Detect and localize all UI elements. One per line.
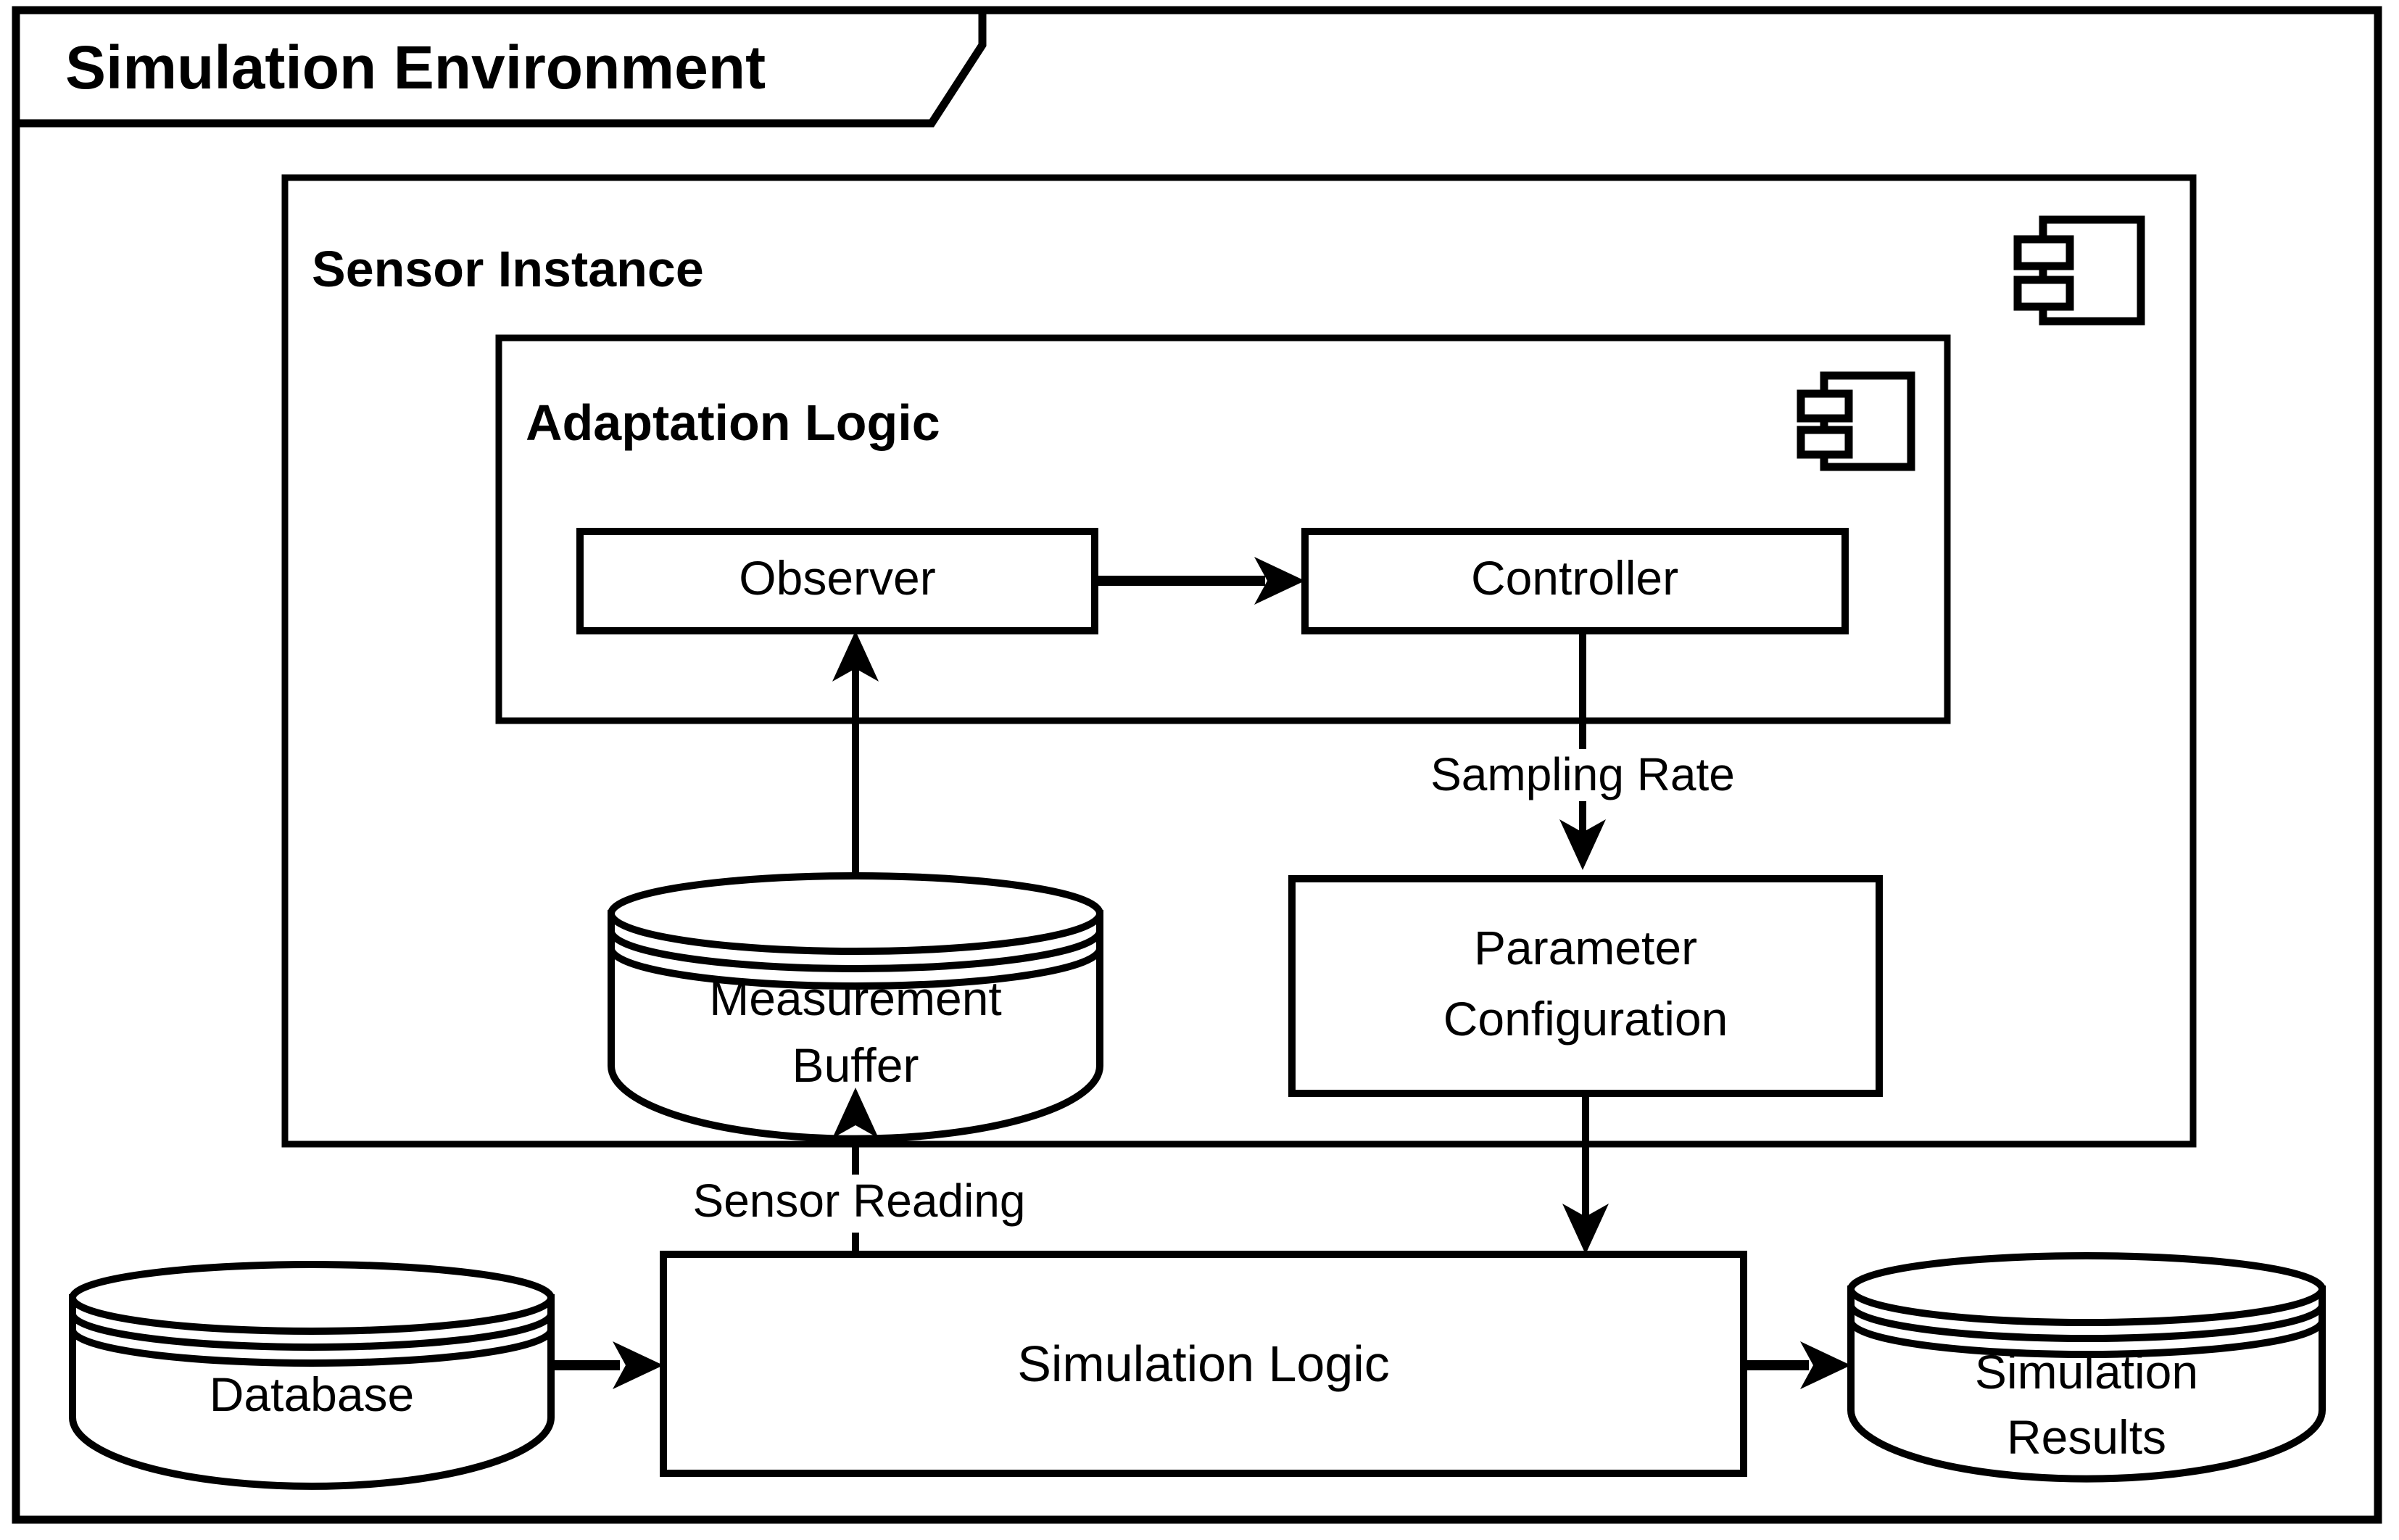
edge-observer-to-controller	[1095, 557, 1305, 605]
observer-label: Observer	[739, 551, 935, 605]
simulation-results-top	[1847, 1252, 2326, 1326]
node-measurement-buffer[interactable]: Measurement Buffer	[608, 872, 1103, 1143]
database-arc-1	[69, 1313, 555, 1351]
node-controller[interactable]: Controller	[1301, 528, 1849, 634]
arrowhead-right	[613, 1341, 663, 1389]
arrowhead-up	[832, 1088, 879, 1138]
edge-label-sampling-rate: Sampling Rate	[1430, 748, 1735, 800]
database-arc-2	[69, 1329, 555, 1367]
simulation-logic-label: Simulation Logic	[1017, 1336, 1390, 1392]
node-simulation-results[interactable]: Simulation Results	[1847, 1252, 2326, 1483]
database-label: Database	[210, 1367, 415, 1421]
edge-parameter-configuration-to-simulation-logic	[1562, 1093, 1609, 1254]
parameter-configuration-box	[1288, 875, 1883, 1097]
arrowhead-right	[1254, 557, 1305, 605]
uml-component-icon	[1797, 371, 1915, 471]
arrowhead-down	[1559, 819, 1606, 870]
arrowhead-up	[832, 631, 879, 682]
observer-box	[576, 528, 1098, 634]
simulation-environment-title: Simulation Environment	[65, 33, 766, 102]
arrowhead-down	[1562, 1204, 1609, 1254]
simulation-results-label-line1: Simulation	[1975, 1345, 2198, 1399]
simulation-results-label-line2: Results	[2007, 1410, 2166, 1464]
measurement-buffer-arc-1	[608, 930, 1103, 972]
node-observer[interactable]: Observer	[576, 528, 1098, 634]
simulation-results-arc-2	[1847, 1320, 2326, 1358]
measurement-buffer-label-line1: Measurement	[709, 972, 1002, 1025]
measurement-buffer-top	[608, 872, 1103, 955]
edge-buffer-to-observer	[832, 631, 879, 893]
controller-box	[1301, 528, 1849, 634]
measurement-buffer-label-line2: Buffer	[792, 1038, 919, 1092]
measurement-buffer-arc-2	[608, 948, 1103, 990]
sensor-instance-title: Sensor Instance	[312, 241, 704, 297]
controller-label: Controller	[1471, 551, 1678, 605]
parameter-configuration-label-line2: Configuration	[1443, 992, 1728, 1046]
node-database[interactable]: Database	[69, 1261, 555, 1490]
arrowhead-right	[1800, 1341, 1851, 1389]
edge-database-to-simulation-logic	[551, 1341, 663, 1389]
parameter-configuration-label-line1: Parameter	[1474, 921, 1697, 974]
simulation-environment-title-tab	[16, 6, 987, 128]
edge-simulation-logic-to-simulation-results	[1744, 1341, 1851, 1389]
simulation-results-arc-1	[1847, 1304, 2326, 1342]
node-simulation-logic[interactable]: Simulation Logic	[660, 1251, 1747, 1477]
adaptation-logic-title: Adaptation Logic	[526, 394, 940, 451]
edge-label-sensor-reading: Sensor Reading	[693, 1175, 1026, 1227]
edge-controller-to-parameter-configuration: Sampling Rate	[1430, 631, 1735, 870]
database-top	[69, 1261, 555, 1335]
measurement-buffer-body	[608, 910, 1103, 1143]
uml-component-icon	[2013, 215, 2145, 326]
node-parameter-configuration[interactable]: Parameter Configuration	[1288, 875, 1883, 1097]
